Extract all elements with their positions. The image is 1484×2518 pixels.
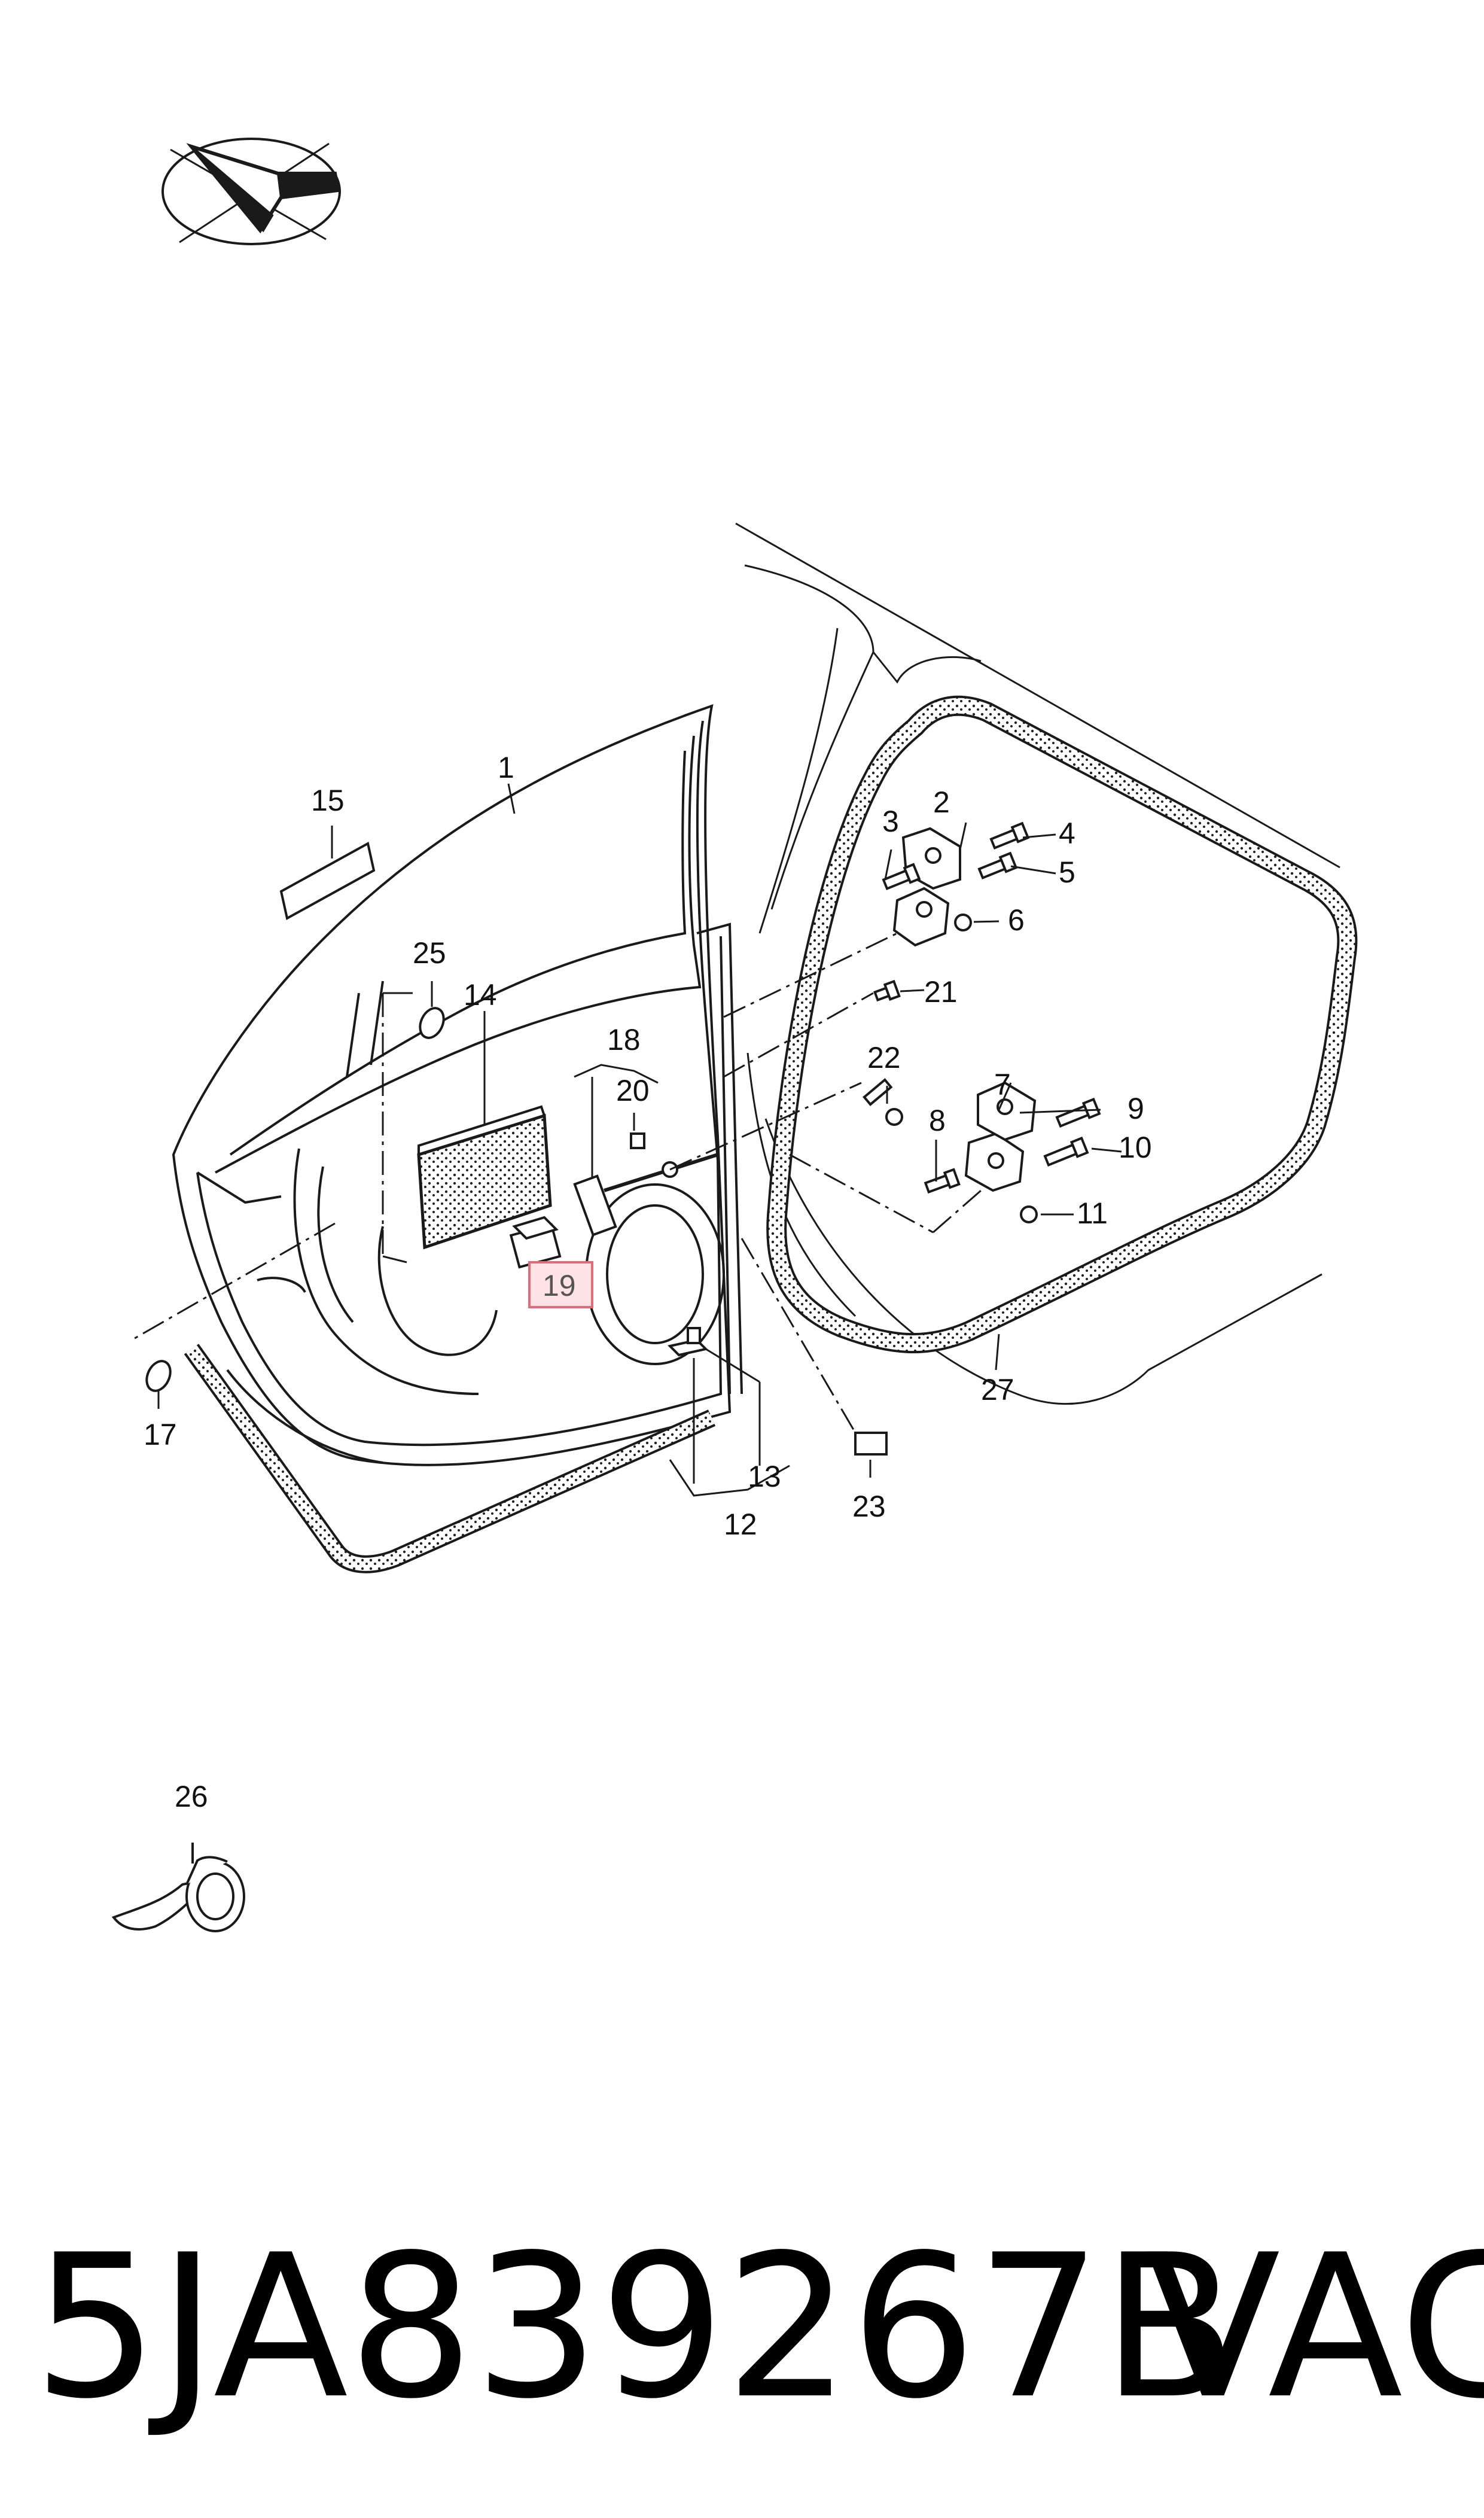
callout-12: 12 — [724, 1508, 757, 1541]
callout-7: 7 — [994, 1068, 1011, 1101]
insulation-pad — [417, 1105, 552, 1250]
label-sticker — [279, 841, 376, 921]
callout-5: 5 — [1059, 855, 1075, 889]
callout-13: 13 — [748, 1460, 781, 1493]
car-body-outline — [735, 522, 1340, 1405]
callout-8: 8 — [929, 1104, 946, 1137]
callout-26: 26 — [175, 1780, 208, 1813]
callout-27: 27 — [981, 1373, 1014, 1406]
leader-lines — [131, 783, 1122, 1497]
callout-10: 10 — [1119, 1131, 1152, 1164]
callout-9: 9 — [1128, 1092, 1144, 1125]
callout-22: 22 — [867, 1041, 901, 1074]
callout-11: 11 — [1077, 1196, 1108, 1230]
callout-6: 6 — [1008, 903, 1025, 937]
door-shell — [172, 704, 743, 1466]
callout-14: 14 — [464, 978, 497, 1012]
callout-20: 20 — [616, 1074, 650, 1107]
highlight-box-19 — [528, 1261, 593, 1308]
callout-19: 19 — [543, 1269, 576, 1302]
callout-17: 17 — [144, 1418, 177, 1451]
callout-18: 18 — [607, 1023, 641, 1056]
compass-orientation-icon — [161, 138, 341, 245]
callout-3: 3 — [882, 805, 899, 838]
callout-labels: 1 2 3 4 5 6 7 8 9 10 11 12 13 14 15 17 1… — [144, 751, 1152, 1813]
tape-roll-icon — [111, 1843, 245, 1932]
callout-23: 23 — [852, 1490, 886, 1523]
callout-4: 4 — [1059, 817, 1075, 850]
plug-17 — [145, 1360, 172, 1392]
footer-part-number: 5JA839267B VAG — [33, 2212, 1484, 2442]
part-number: 5JA839267B — [33, 2212, 1238, 2442]
callout-1: 1 — [498, 751, 514, 784]
bolts — [668, 821, 1101, 1456]
rear-door-seal — [766, 695, 1358, 1354]
upper-hinge — [892, 827, 961, 947]
door-check-assembly — [509, 1132, 718, 1269]
lower-hinge — [964, 1081, 1037, 1192]
callout-21: 21 — [924, 975, 958, 1009]
brand-name: VAG — [1145, 2212, 1484, 2442]
callout-15: 15 — [311, 784, 345, 817]
callout-2: 2 — [933, 785, 950, 819]
plug-25 — [419, 1007, 445, 1039]
door-edge-seal — [184, 1344, 716, 1573]
callout-25: 25 — [413, 936, 446, 970]
